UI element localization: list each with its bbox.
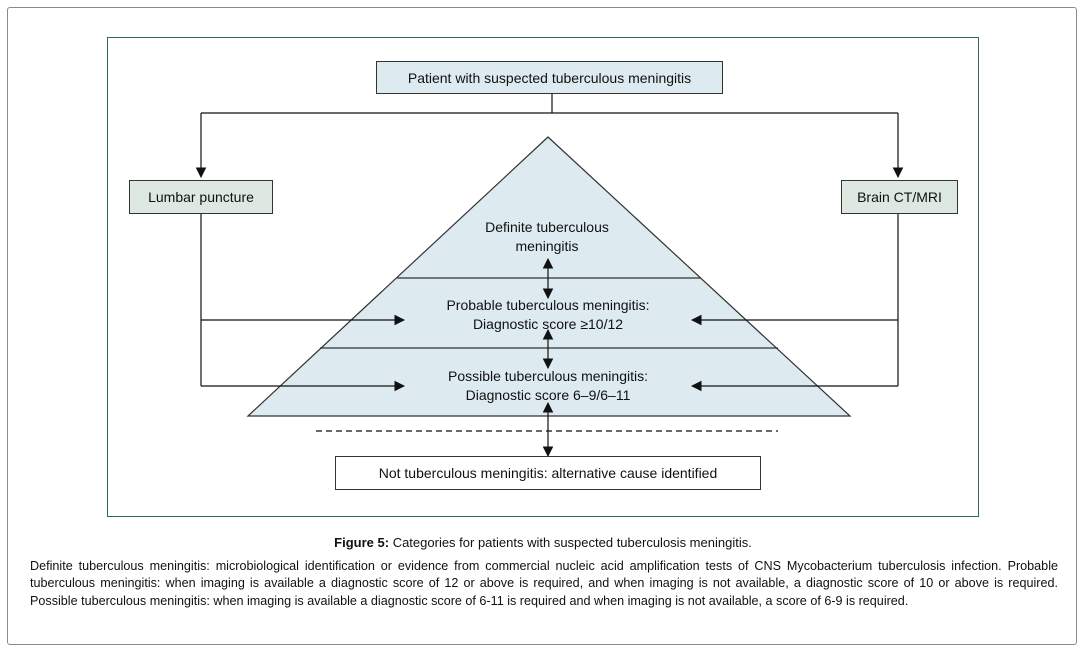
diagram-border bbox=[107, 37, 979, 517]
brain-imaging-box: Brain CT/MRI bbox=[841, 180, 958, 214]
definite-tier-label: Definite tuberculous meningitis bbox=[485, 219, 609, 254]
figure-label: Figure 5: bbox=[334, 535, 390, 550]
lumbar-puncture-box: Lumbar puncture bbox=[129, 180, 273, 214]
suspected-patient-box: Patient with suspected tuberculous menin… bbox=[376, 61, 723, 94]
figure-caption-text: Categories for patients with suspected t… bbox=[389, 535, 752, 550]
probable-tier-label: Probable tuberculous meningitis: Diagnos… bbox=[446, 297, 650, 332]
figure-legend: Definite tuberculous meningitis: microbi… bbox=[30, 559, 1058, 608]
figure-caption: Figure 5: Categories for patients with s… bbox=[0, 535, 1086, 550]
possible-tier-label: Possible tuberculous meningitis: Diagnos… bbox=[448, 368, 648, 403]
not-tb-meningitis-box: Not tuberculous meningitis: alternative … bbox=[335, 456, 761, 490]
